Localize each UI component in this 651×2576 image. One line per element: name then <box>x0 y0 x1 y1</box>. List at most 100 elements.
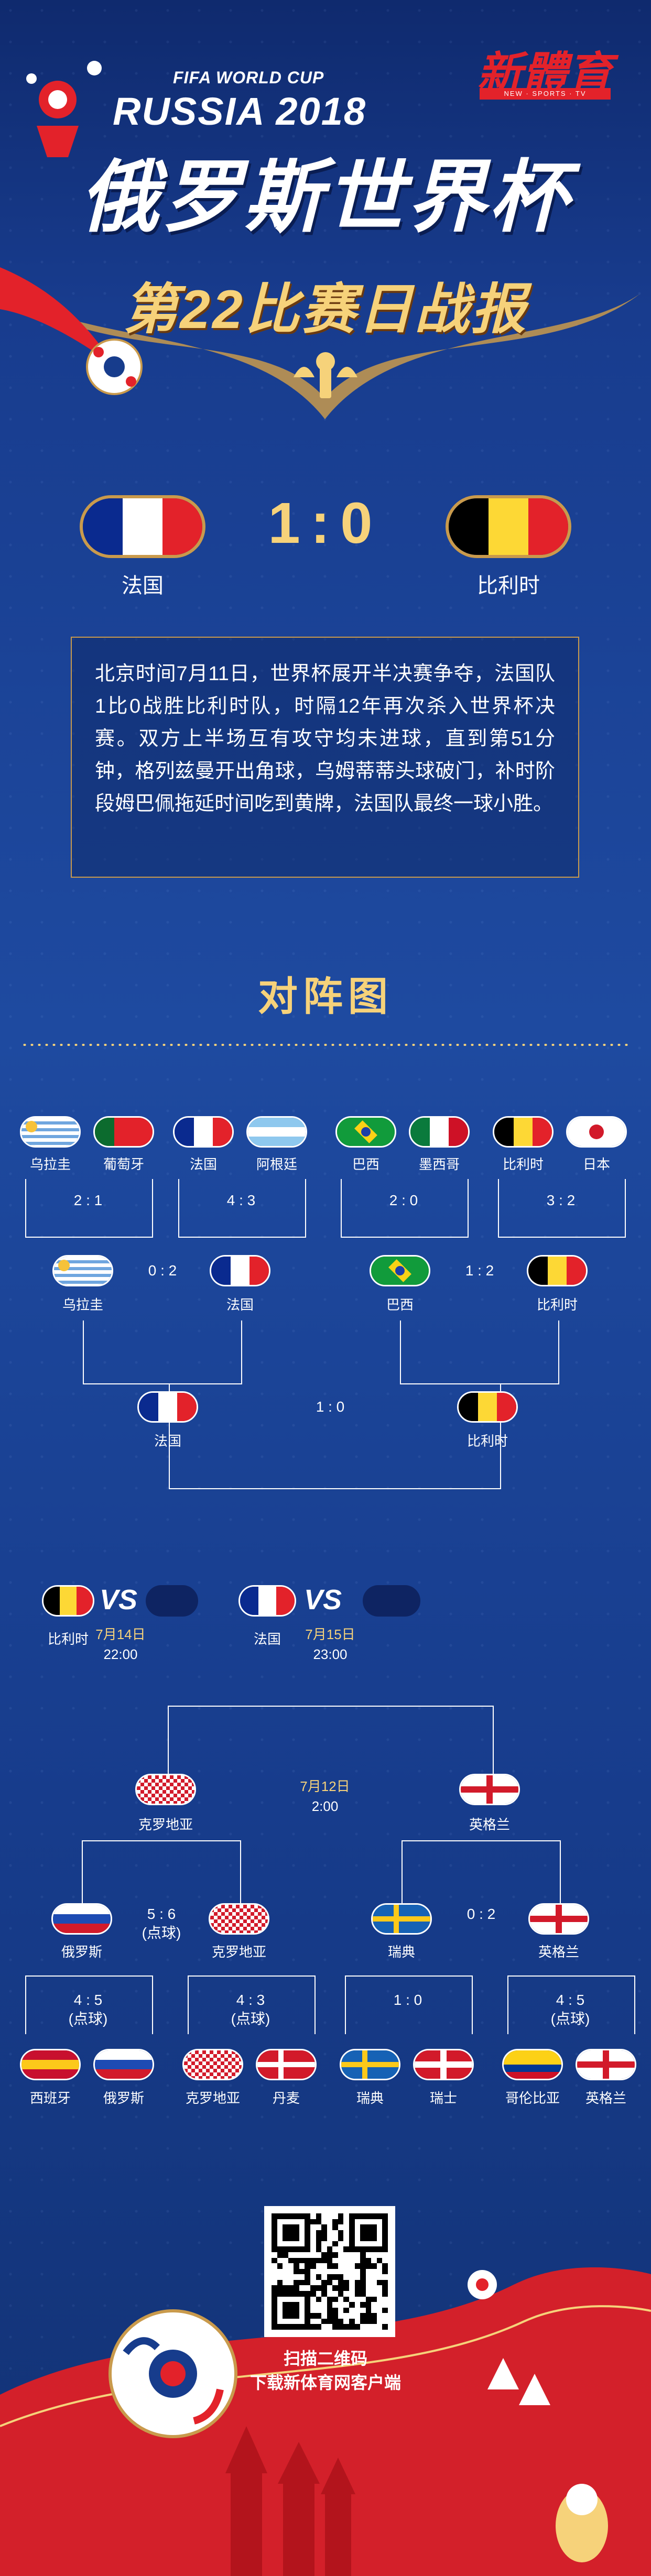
team-name: 比利时 <box>502 1156 544 1172</box>
flag-icon <box>210 1255 270 1286</box>
page-title: 俄罗斯世界杯 <box>80 153 571 241</box>
fifa-label: FIFA WORLD CUP <box>173 68 324 87</box>
flag-icon <box>409 1116 470 1148</box>
flag-icon <box>256 2049 317 2080</box>
trophy-icon <box>26 61 102 157</box>
bracket-line <box>169 1383 501 1489</box>
flag-icon <box>238 1585 296 1617</box>
flower-icon <box>468 2270 497 2299</box>
flag-icon <box>182 2049 243 2080</box>
match-score: 1 : 0 <box>393 1992 422 2008</box>
team-name: 克罗地亚 <box>185 2090 240 2106</box>
match-score: 4 : 3 <box>226 1192 256 1208</box>
bracket-line <box>188 1975 316 2034</box>
matryoshka-icon <box>556 2484 608 2562</box>
qr-code[interactable] <box>264 2206 395 2337</box>
match-score: 5 : 6 <box>147 1906 176 1922</box>
divider <box>21 1044 630 1046</box>
flag-icon <box>370 1255 430 1286</box>
flag-placeholder <box>363 1585 420 1617</box>
team-name: 巴西 <box>352 1156 379 1172</box>
header-decoration <box>0 61 641 419</box>
fifa-edition: RUSSIA 2018 <box>113 90 367 133</box>
team-name: 西班牙 <box>29 2090 71 2106</box>
team-name: 比利时 <box>47 1631 89 1647</box>
flag-icon <box>566 1116 627 1148</box>
flag-icon <box>459 1774 520 1805</box>
match-date: 7月14日 <box>95 1627 146 1642</box>
match-score: 3 : 2 <box>546 1192 576 1208</box>
qr-caption: 扫描二维码 下载新体育网客户端 <box>0 2346 651 2395</box>
flag-icon <box>93 1116 154 1148</box>
flag-icon <box>246 1116 307 1148</box>
flag-icon <box>20 2049 81 2080</box>
brand-subtitle: NEW · SPORTS · TV <box>480 88 611 100</box>
qr-caption-line1: 扫描二维码 <box>283 2349 367 2368</box>
flag-icon <box>42 1585 94 1617</box>
flag-belgium-icon <box>446 495 571 558</box>
tree-icon <box>487 2358 550 2405</box>
flag-icon <box>173 1116 234 1148</box>
bracket-line <box>25 1179 153 1238</box>
flag-icon <box>93 2049 154 2080</box>
match-time: 22:00 <box>103 1646 138 1662</box>
bracket-line <box>341 1179 469 1238</box>
bracket-line <box>498 1179 626 1238</box>
match-time: 23:00 <box>313 1646 348 1662</box>
team-name: 墨西哥 <box>418 1156 460 1172</box>
match-datetime: 7月14日 22:00 <box>73 1624 168 1664</box>
kremlin-icon <box>225 2426 355 2576</box>
bracket-line <box>345 1975 473 2034</box>
team-name: 克罗地亚 <box>211 1944 266 1960</box>
flag-icon <box>52 1255 113 1286</box>
match-datetime: 7月12日 2:00 <box>278 1776 372 1816</box>
team-name: 俄罗斯 <box>61 1944 102 1960</box>
match-score: 4 : 3 <box>236 1992 265 2008</box>
vs-label: VS <box>100 1584 138 1616</box>
flag-icon <box>371 1903 432 1935</box>
team-name: 比利时 <box>466 1433 508 1449</box>
match-score: 1 : 0 <box>316 1399 345 1415</box>
team-name: 俄罗斯 <box>103 2090 144 2106</box>
match-time: 2:00 <box>311 1798 339 1814</box>
team-name: 英格兰 <box>538 1944 579 1960</box>
bracket-line <box>178 1179 306 1238</box>
bracket-line <box>25 1975 153 2034</box>
match-score: 1:0 <box>268 491 383 555</box>
team-name: 英格兰 <box>585 2090 626 2106</box>
match-score: 2 : 0 <box>389 1192 418 1208</box>
flag-icon <box>576 2049 636 2080</box>
flag-icon <box>528 1903 589 1935</box>
flag-icon <box>137 1391 198 1423</box>
team-name: 丹麦 <box>272 2090 300 2106</box>
team-name: 瑞士 <box>429 2090 457 2106</box>
team-name: 阿根廷 <box>256 1156 297 1172</box>
team-name: 乌拉圭 <box>29 1156 71 1172</box>
match-score: 4 : 5 <box>73 1992 103 2008</box>
bracket-title: 对阵图 <box>258 975 393 1019</box>
penalty-note: (点球) <box>231 2011 270 2027</box>
penalty-note: (点球) <box>142 1925 181 1941</box>
flag-icon <box>493 1116 554 1148</box>
flag-icon <box>413 2049 474 2080</box>
team-name: 巴西 <box>386 1297 414 1313</box>
team-name: 乌拉圭 <box>62 1297 103 1313</box>
flag-placeholder <box>146 1585 198 1617</box>
qr-caption-line2: 下载新体育网客户端 <box>249 2373 401 2393</box>
bracket-line <box>402 1840 561 1904</box>
match-score: 4 : 5 <box>556 1992 585 2008</box>
match-score: 0 : 2 <box>466 1906 496 1922</box>
match-report: 北京时间7月11日，世界杯展开半决赛争夺，法国队1比0战胜比利时队，时隔12年再… <box>71 637 579 878</box>
football-icon <box>86 339 143 395</box>
flag-icon <box>335 1116 396 1148</box>
flag-france-icon <box>80 495 205 558</box>
home-team: 法国 <box>122 574 164 597</box>
flag-icon <box>502 2049 563 2080</box>
team-name: 英格兰 <box>469 1817 510 1832</box>
bracket-line <box>400 1320 559 1384</box>
match-date: 7月15日 <box>305 1627 355 1642</box>
flag-icon <box>135 1774 196 1805</box>
team-name: 瑞典 <box>387 1944 415 1960</box>
match-date: 7月12日 <box>300 1778 350 1794</box>
team-name: 比利时 <box>536 1297 578 1313</box>
